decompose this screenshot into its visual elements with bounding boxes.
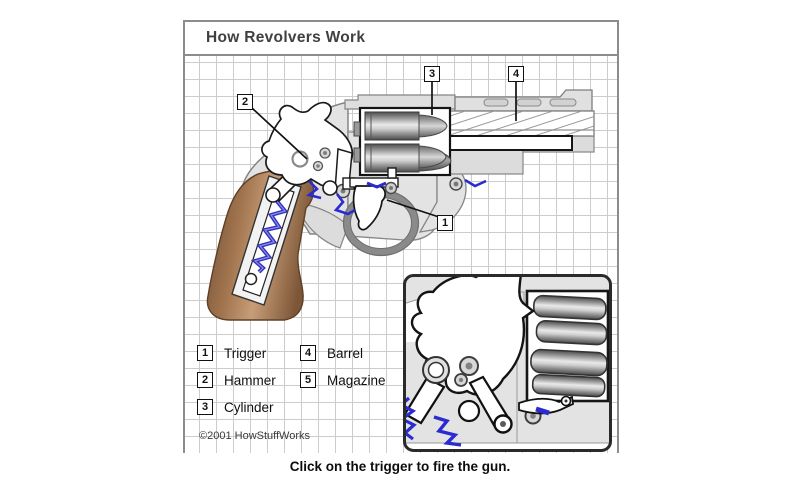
legend-item-trigger: 1 Trigger: [197, 345, 266, 361]
title-bar: How Revolvers Work: [185, 22, 617, 56]
trigger-assembly: [342, 167, 399, 231]
legend-num: 5: [300, 372, 316, 388]
trigger-spring: [306, 177, 487, 216]
callout-cylinder: 3: [424, 66, 440, 82]
instruction-caption: Click on the trigger to fire the gun.: [289, 459, 511, 474]
legend-item-hammer: 2 Hammer: [197, 372, 276, 388]
legend-label: Trigger: [224, 345, 267, 361]
cartridge: [364, 143, 452, 173]
legend-label: Barrel: [327, 345, 364, 361]
callout-barrel: 4: [508, 66, 524, 82]
legend-label: Cylinder: [224, 399, 274, 415]
legend-num: 2: [197, 372, 213, 388]
legend-label: Magazine: [327, 372, 386, 388]
legend-label: Hammer: [224, 372, 276, 388]
legend-num: 4: [300, 345, 316, 361]
trigger[interactable]: [352, 185, 386, 231]
mainspring: [244, 192, 289, 286]
inset-linkage: [433, 356, 513, 447]
legend-num: 3: [197, 399, 213, 415]
callout-trigger: 1: [437, 215, 453, 231]
barrel: [439, 89, 595, 151]
cartridge: [364, 111, 448, 141]
copyright-text: ©2001 HowStuffWorks: [199, 430, 311, 442]
legend-num: 1: [197, 345, 213, 361]
diagram-canvas: 1 2 3 4 1 Trigger 2 Hammer 3 Cylinder: [185, 56, 617, 453]
page-title: How Revolvers Work: [206, 29, 366, 46]
revolver-diagram: [206, 82, 595, 321]
inset-lever: [518, 395, 574, 425]
inset-border: [403, 274, 612, 452]
diagram-panel: How Revolvers Work: [183, 20, 619, 453]
legend-item-magazine: 5 Magazine: [300, 372, 386, 388]
legend-item-barrel: 4 Barrel: [300, 345, 363, 361]
hand-link: [334, 148, 353, 199]
legend-item-cylinder: 3 Cylinder: [197, 399, 274, 415]
callout-lines: [251, 82, 517, 218]
cylinder: [353, 106, 452, 177]
callout-hammer: 2: [237, 94, 253, 110]
inset-cylinder: [525, 289, 610, 403]
inset-detail-view: [403, 274, 612, 452]
